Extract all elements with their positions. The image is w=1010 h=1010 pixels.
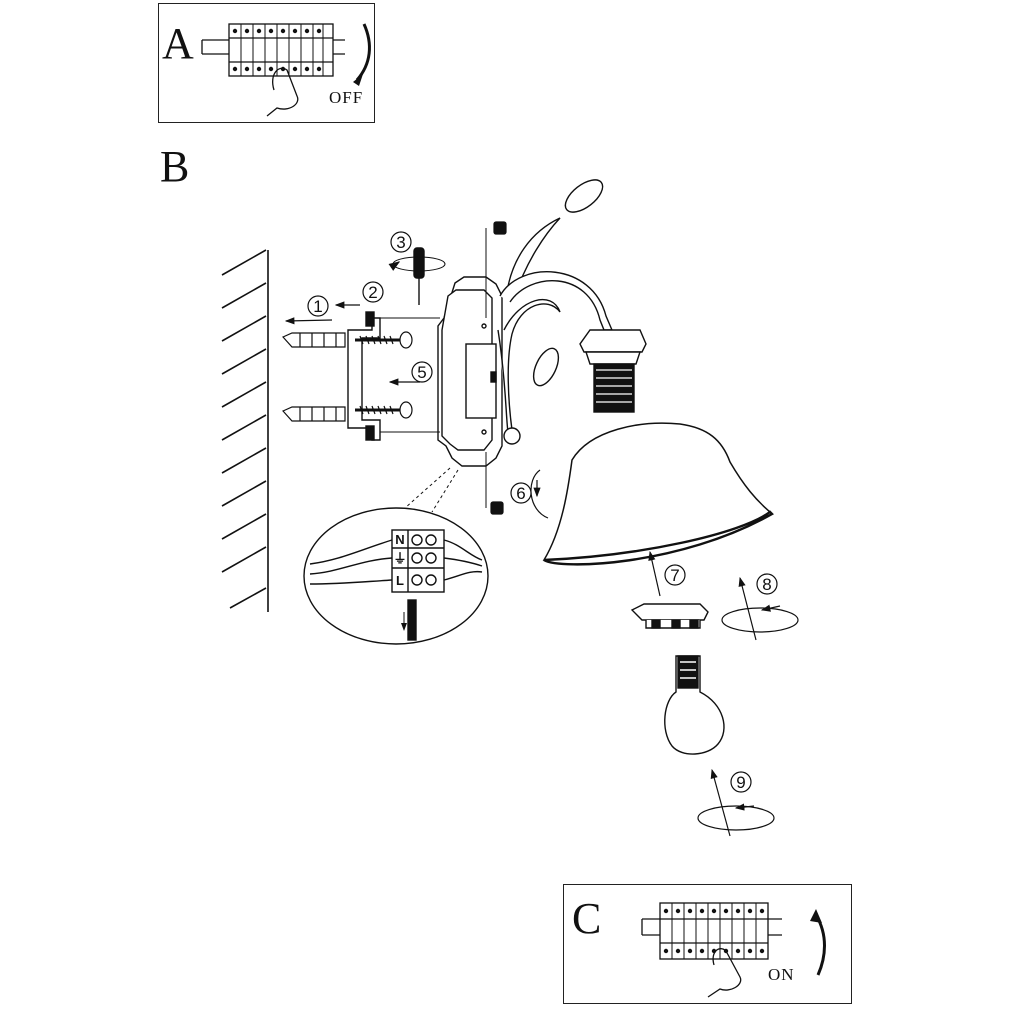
step-number-6: 6 [516, 484, 525, 503]
panel-b-letter: B [160, 142, 190, 191]
screw-icon [355, 331, 413, 419]
glass-shade [542, 422, 774, 566]
wall [221, 249, 269, 612]
shade-ring [630, 603, 709, 629]
wall-backplate [437, 276, 503, 467]
panel-a-letter: A [162, 19, 194, 68]
step-number-5: 5 [417, 363, 426, 382]
terminal-block-detail [303, 467, 489, 645]
step-number-8: 8 [762, 575, 771, 594]
light-bulb-icon [664, 655, 725, 755]
step-number-9: 9 [736, 773, 745, 792]
off-label: OFF [329, 88, 364, 107]
screwdriver-icon [388, 247, 446, 305]
step-number-7: 7 [670, 566, 679, 585]
step-number-1: 1 [313, 297, 322, 316]
lamp-arm [497, 179, 614, 445]
step-number-2: 2 [368, 283, 377, 302]
step-number-3: 3 [396, 233, 405, 252]
terminal-label-live: L [396, 573, 404, 588]
breaker-box-off-icon [201, 23, 371, 117]
terminal-label-earth: ⏚ [393, 551, 406, 566]
on-label: ON [768, 965, 795, 984]
mounting-bracket [347, 311, 381, 441]
panel-a-breaker-off: A [158, 3, 375, 123]
breaker-box-on-icon [641, 902, 826, 998]
lamp-socket [579, 329, 647, 413]
cap-nut-icon [490, 221, 507, 515]
panel-c-letter: C [572, 894, 602, 943]
panel-c-breaker-on: C [563, 884, 852, 1004]
wall-plug-icon [282, 332, 346, 422]
terminal-label-neutral: N [395, 532, 404, 547]
